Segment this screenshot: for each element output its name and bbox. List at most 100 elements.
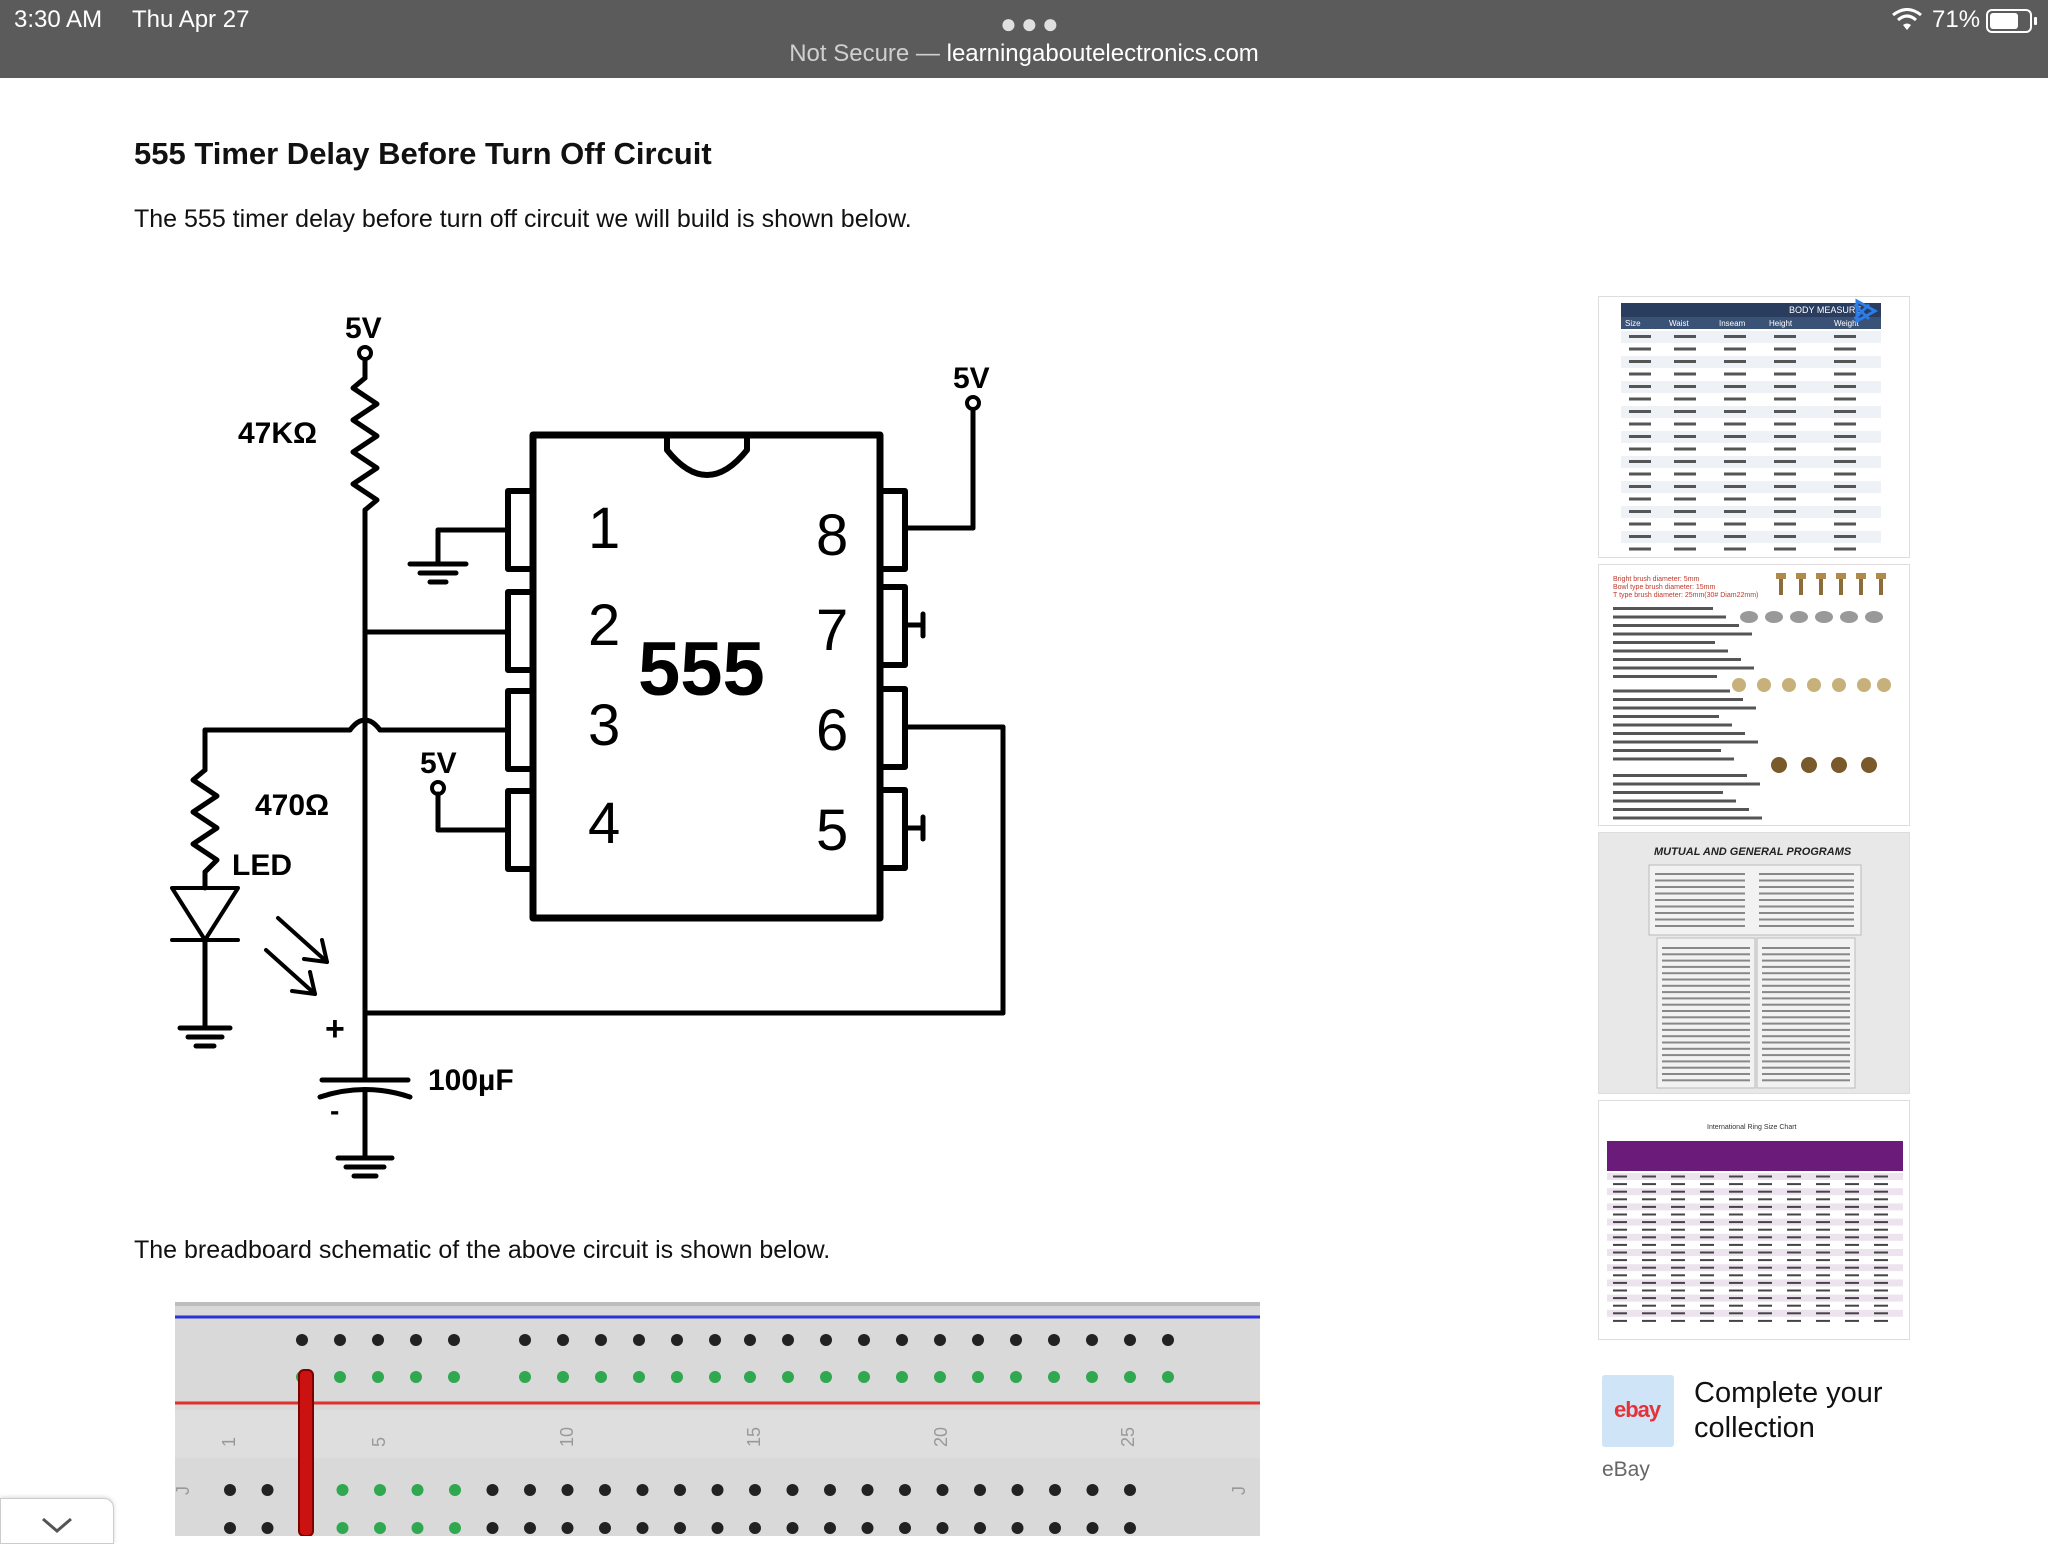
brush-shape [1857,678,1871,692]
table-cell-mark [1700,1289,1714,1292]
breadboard-hole [934,1371,946,1383]
table-cell-mark [1729,1221,1743,1224]
text-line [1762,972,1850,975]
row-letter-right: J [1229,1486,1249,1495]
table-cell-mark [1816,1205,1830,1208]
table-cell-mark [1729,1213,1743,1216]
ad-headline[interactable]: Complete your collection [1694,1377,1883,1444]
text-line [1759,925,1854,927]
text-line [1662,984,1750,987]
table-cell-mark [1674,385,1696,388]
text-line [1613,706,1756,710]
table-cell-mark [1845,1175,1859,1178]
table-cell-mark [1834,460,1856,463]
ebay-logo[interactable]: ebay [1602,1375,1674,1447]
table-row [1607,1271,1903,1279]
ad-thumb-size-chart[interactable]: BODY MEASURE Size Waist Inseam Height We… [1598,296,1910,558]
table-cell-mark [1613,1205,1627,1208]
breadboard-hole [711,1522,724,1534]
breadboard-hole [861,1522,874,1534]
text-line [1613,757,1734,761]
svg-text:T type brush diameter: 25mm(30: T type brush diameter: 25mm(30# Diam22mm… [1613,592,1758,599]
table-cell-mark [1700,1259,1714,1262]
table-cell-mark [1613,1259,1627,1262]
breadboard-hole [786,1484,799,1496]
table-cell-mark [1700,1319,1714,1322]
brush-shape [1765,611,1783,623]
table-cell-mark [1874,1236,1888,1239]
table-cell-mark [1629,460,1651,463]
table-row [1607,1287,1903,1294]
breadboard-hole [974,1522,986,1534]
table-cell-mark [1700,1281,1714,1284]
table-cell-mark [1774,335,1796,338]
table-cell-mark [1729,1243,1743,1246]
table-cell-mark [1613,1297,1627,1300]
table-cell-mark [1874,1274,1888,1277]
table-row [1607,1256,1903,1264]
table-row [1621,343,1881,356]
table-cell-mark [1642,1297,1656,1300]
text-line [1662,978,1750,981]
table-row [1607,1188,1903,1196]
pin-label: 8 [816,503,848,568]
table-cell-mark [1613,1319,1627,1322]
ad-source[interactable]: eBay [1602,1458,1650,1481]
table-cell-mark [1787,1259,1801,1262]
breadboard-hole [782,1371,794,1383]
address-bar[interactable]: Not Secure — learningaboutelectronics.co… [0,40,2048,68]
table-row [1621,506,1881,518]
breadboard-hole [410,1334,422,1346]
text-line [1662,1054,1750,1057]
text-line [1613,774,1747,777]
table-cell-mark [1724,410,1746,413]
ad-thumb-programs[interactable]: MUTUAL AND GENERAL PROGRAMS [1598,832,1910,1094]
collapse-tab[interactable] [0,1498,114,1544]
not-secure-label: Not Secure — [789,40,947,67]
cap-plus-label: + [325,1010,345,1048]
breadboard-hole [896,1334,908,1346]
table-cell-mark [1787,1251,1801,1254]
breadboard-hole [936,1522,949,1534]
breadboard-hole [820,1334,832,1346]
text-line [1662,947,1750,949]
table-cell-mark [1729,1228,1743,1231]
table-cell-mark [1729,1236,1743,1239]
table-cell-mark [1845,1297,1859,1300]
jumper-wire[interactable] [298,1369,314,1536]
brush-shape [1859,573,1863,595]
table-cell-mark [1787,1183,1801,1186]
breadboard-hole [519,1334,531,1346]
table-cell-mark [1816,1183,1830,1186]
table-row [1607,1226,1903,1234]
breadboard-hole [561,1522,574,1534]
table-cell-mark [1874,1243,1888,1246]
text-line [1613,740,1758,744]
pin-label: 5 [816,798,848,863]
table-cell-mark [1700,1274,1714,1277]
table-cell-mark [1671,1274,1685,1277]
table-cell-mark [1613,1183,1627,1186]
breadboard-hole [374,1484,386,1496]
table-row [1621,456,1881,468]
breadboard-hole [595,1371,607,1383]
table-cell-mark [1758,1228,1772,1231]
table-cell-mark [1671,1289,1685,1292]
ad-choices-icon[interactable] [1853,298,1879,324]
more-dots-icon[interactable]: ●●● [1000,8,1063,39]
breadboard-hole [1049,1484,1061,1496]
table-cell-mark [1671,1190,1685,1193]
close-icon[interactable]: ✕ [1850,297,1874,328]
table-cell-mark [1613,1190,1627,1193]
table-cell-mark [1758,1175,1772,1178]
ad-thumb-ring-chart[interactable]: International Ring Size Chart [1598,1100,1910,1340]
text-line [1759,912,1854,914]
table-cell-mark [1671,1304,1685,1307]
text-line [1762,953,1850,956]
ad-thumb-brushes[interactable]: Bright brush diameter: 5mm Bowl type bru… [1598,564,1910,826]
table-cell-mark [1834,372,1856,376]
table-cell-mark [1674,335,1696,338]
table-cell-mark [1674,347,1696,351]
text-line [1613,649,1728,653]
table-cell-mark [1642,1289,1656,1292]
